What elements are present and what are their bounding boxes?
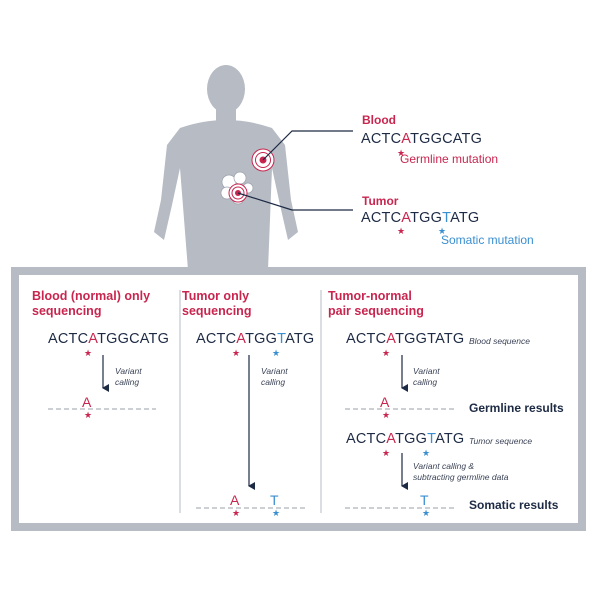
col3-seq2-mid: TGG [395,431,428,447]
tumor-label: Tumor [362,194,399,208]
col3-header: Tumor-normal pair sequencing [328,289,424,319]
col2-result-star-blue: ★ [272,508,281,518]
col1-seq-mutation: A [88,331,98,347]
col3-header-line1: Tumor-normal [328,289,412,303]
blood-mutation-star: ★ [397,148,406,158]
tumor-seq-post: ATG [450,210,480,226]
col3-tumor-seq-note: Tumor sequence [469,436,533,446]
col3-somatic-result-letter: T [420,492,429,508]
col3-variant-note-2: Variant calling & subtracting germline d… [413,461,508,483]
col2-header: Tumor only sequencing [182,289,251,319]
col3-seq2-star-red: ★ [382,448,391,458]
col3-note1-line2: calling [413,377,438,387]
tumor-leader-line [237,192,353,211]
col3-germline-result-letter: A [380,394,390,410]
tumor-seq-mid: TGG [410,210,443,226]
blood-leader-line [262,130,353,161]
col2-seq-mutation-2: T [277,331,286,347]
col1-seq-pre: ACTC [48,331,89,347]
col2-seq-star-blue: ★ [272,348,281,358]
col3-note1-line1: Variant [413,366,440,376]
human-silhouette [154,65,298,270]
col3-seq1-pre: ACTC [346,331,387,347]
col3-blood-sequence: ACTCATGGTATG [346,331,464,347]
tumor-seq-mutation-2: T [442,210,451,226]
col3-blood-seq-note: Blood sequence [469,336,530,346]
blood-seq-mutation: A [401,131,411,147]
col2-result-letter-2: T [270,492,279,508]
col2-result-star-red: ★ [232,508,241,518]
col2-seq-mutation-1: A [236,331,246,347]
col3-note2-line2: subtracting germline data [413,472,509,482]
col2-header-line2: sequencing [182,304,252,318]
tumor-seq-pre: ACTC [361,210,402,226]
col3-seq2-post: ATG [435,431,465,447]
col2-seq-post: ATG [285,331,315,347]
col2-result-letter-1: A [230,492,240,508]
col2-seq-pre: ACTC [196,331,237,347]
comparison-panel [11,267,586,531]
col3-tumor-sequence: ACTCATGGTATG [346,431,464,447]
col2-sequence: ACTCATGGTATG [196,331,314,347]
germline-results-label: Germline results [469,401,564,415]
col3-germline-result-star: ★ [382,410,391,420]
col2-note-line2: calling [261,377,286,387]
col1-variant-note: Variant calling [115,366,142,388]
col1-seq-post: TGGCATG [97,331,170,347]
col3-variant-note-1: Variant calling [413,366,440,388]
germline-mutation-label: Germline mutation [400,152,499,166]
somatic-results-label: Somatic results [469,498,559,512]
blood-sequence: ACTCATGGCATG [361,131,482,147]
col1-note-line2: calling [115,377,140,387]
col2-header-line1: Tumor only [182,289,250,303]
col2-seq-star-red: ★ [232,348,241,358]
tumor-seq-mutation-1: A [401,210,411,226]
col3-seq2-star-blue: ★ [422,448,431,458]
col3-seq1-mutation: A [386,331,396,347]
col2-note-line1: Variant [261,366,288,376]
col1-sequence: ACTCATGGCATG [48,331,169,347]
col3-seq2-mutation-2: T [427,431,436,447]
tumor-sequence: ACTCATGGTATG [361,210,479,226]
blood-label: Blood [362,113,396,127]
col1-header-line1: Blood (normal) only [32,289,151,303]
col3-seq2-mutation-1: A [386,431,396,447]
col2-variant-note: Variant calling [261,366,288,388]
col3-seq1-post: TGGTATG [395,331,465,347]
blood-seq-pre: ACTC [361,131,402,147]
col3-seq1-star: ★ [382,348,391,358]
col1-header-line2: sequencing [32,304,102,318]
tumor-germline-star: ★ [397,226,406,236]
col1-result-letter: A [82,394,92,410]
blood-seq-post: TGGCATG [410,131,483,147]
col2-seq-mid: TGG [245,331,278,347]
somatic-mutation-label: Somatic mutation [441,233,534,247]
col3-somatic-result-star: ★ [422,508,431,518]
col3-note2-line1: Variant calling & [413,461,475,471]
col1-seq-star: ★ [84,348,93,358]
col3-seq2-pre: ACTC [346,431,387,447]
tumor-somatic-star: ★ [438,226,447,236]
col1-result-star: ★ [84,410,93,420]
col1-note-line1: Variant [115,366,142,376]
col1-header: Blood (normal) only sequencing [32,289,150,319]
col3-header-line2: pair sequencing [328,304,424,318]
